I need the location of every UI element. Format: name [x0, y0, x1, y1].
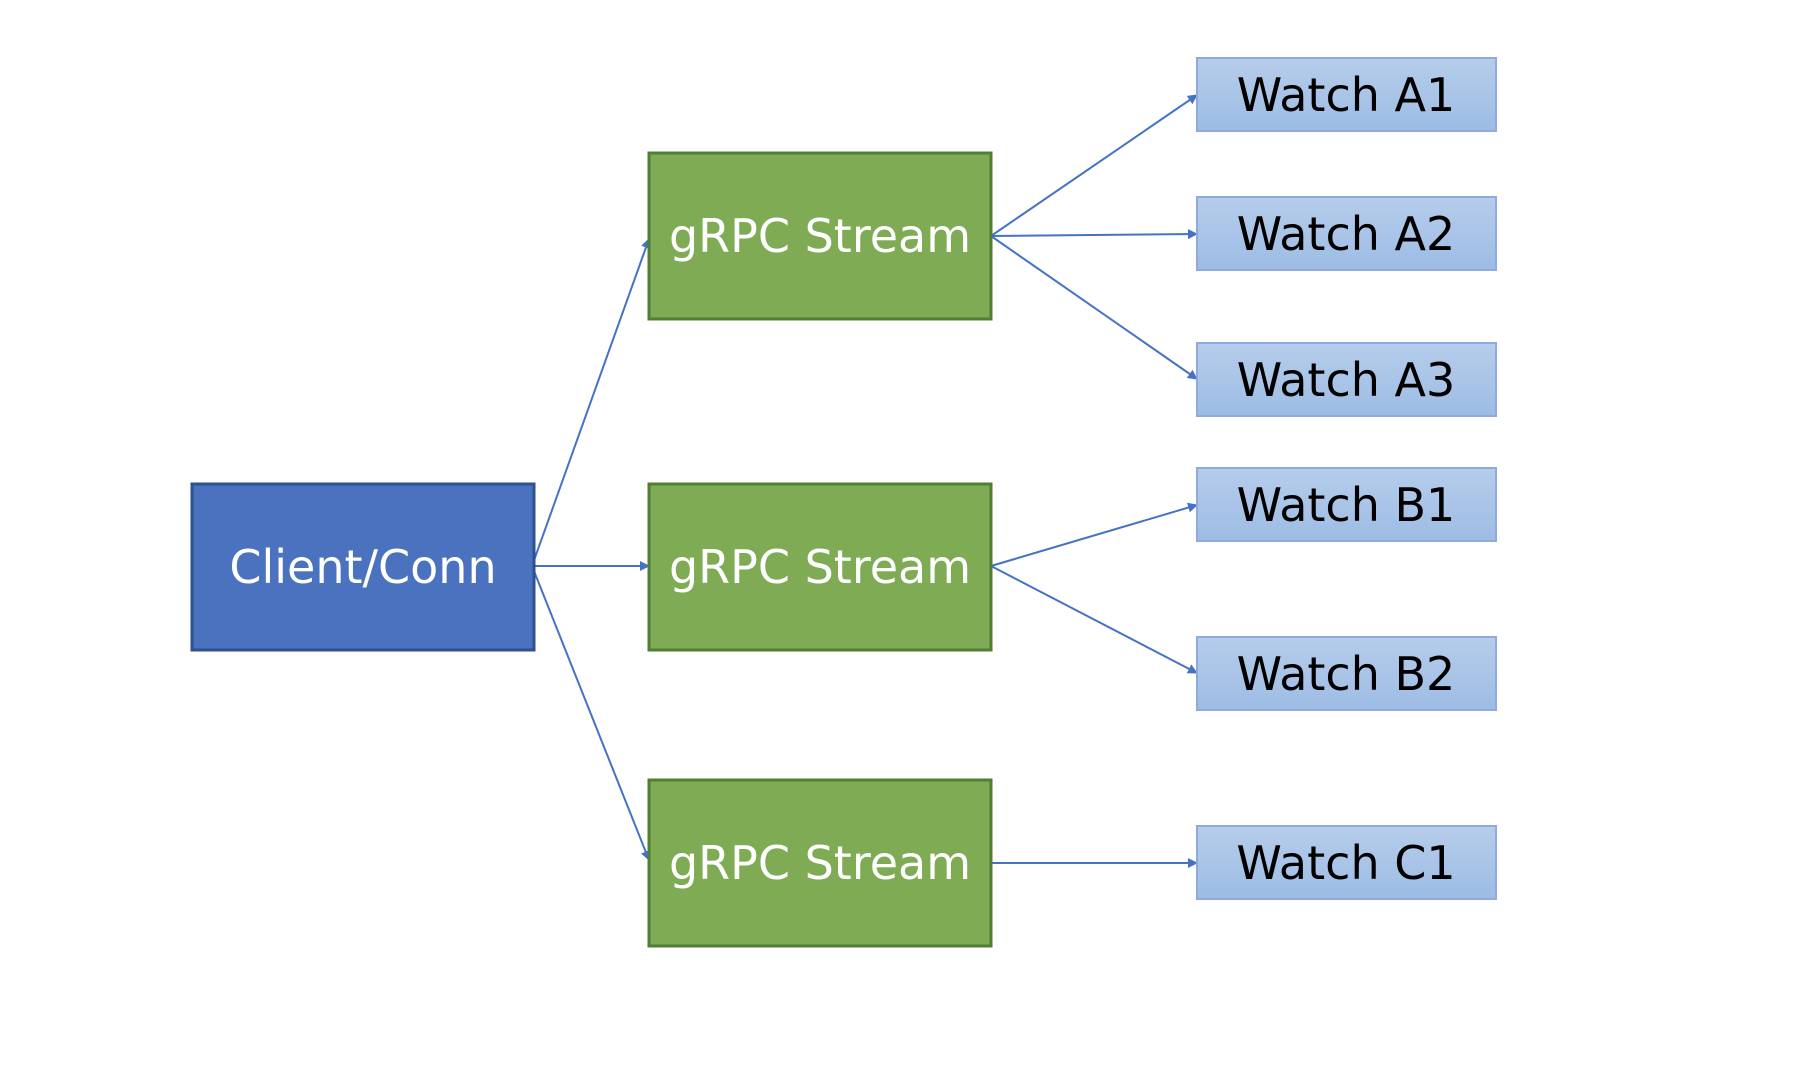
watch-label: Watch A1 [1237, 68, 1456, 122]
watch-node: Watch A2 [1196, 196, 1497, 271]
watch-node: Watch C1 [1196, 825, 1497, 900]
watch-box [1196, 196, 1497, 271]
watch-label: Watch A2 [1237, 207, 1456, 261]
client-label: Client/Conn [229, 540, 496, 594]
watch-label: Watch A3 [1237, 353, 1456, 407]
watch-node: Watch A1 [1196, 57, 1497, 132]
watch-label: Watch B2 [1237, 647, 1456, 701]
edge-stream-1-to-watch-a3 [990, 235, 1198, 380]
stream-node: gRPC Stream [647, 151, 993, 321]
stream-box [647, 482, 993, 652]
edge-stream-1-to-watch-a1 [990, 94, 1198, 237]
watch-label: Watch B1 [1237, 478, 1456, 532]
connector-group [531, 94, 1198, 868]
watch-box [1196, 825, 1497, 900]
client-node: Client/Conn [190, 482, 536, 652]
watch-box [1196, 467, 1497, 542]
edge-stream-1-to-watch-a2 [990, 229, 1198, 240]
stream-label: gRPC Stream [669, 209, 971, 263]
edge-stream-2-to-watch-b1 [990, 502, 1198, 567]
stream-label: gRPC Stream [669, 540, 971, 594]
edge-client-to-stream-3 [531, 565, 651, 861]
watch-node: Watch A3 [1196, 342, 1497, 417]
watch-box [1196, 342, 1497, 417]
watch-box [1196, 57, 1497, 132]
stream-box [647, 778, 993, 948]
stream-box [647, 151, 993, 321]
edge-stream-2-to-watch-b2 [990, 565, 1198, 674]
edge-client-to-stream-1 [531, 238, 651, 567]
watch-label: Watch C1 [1236, 836, 1455, 890]
watch-node: Watch B1 [1196, 467, 1497, 542]
watch-node: Watch B2 [1196, 636, 1497, 711]
client-box [190, 482, 536, 652]
stream-label: gRPC Stream [669, 836, 971, 890]
stream-node: gRPC Stream [647, 482, 993, 652]
stream-node: gRPC Stream [647, 778, 993, 948]
watch-box [1196, 636, 1497, 711]
